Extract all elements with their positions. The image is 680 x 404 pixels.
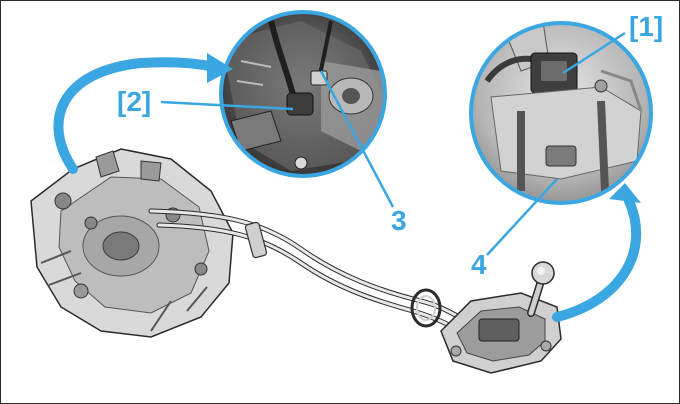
curved-arrow: [552, 183, 642, 322]
detail-circle-right: [469, 21, 653, 205]
gear-lever-illustration: [440, 261, 562, 374]
callout-label-3: 3: [391, 205, 407, 236]
cable-illustration: [148, 208, 466, 334]
callout-label-4: 4: [471, 249, 487, 280]
callout-label-2: [2]: [117, 86, 152, 117]
gearbox-illustration: [30, 148, 234, 338]
detail-circle-left: [219, 10, 387, 178]
curved-arrow: [53, 53, 233, 174]
callout-label-1: [1]: [629, 11, 664, 42]
leader-lines: [160, 31, 626, 256]
